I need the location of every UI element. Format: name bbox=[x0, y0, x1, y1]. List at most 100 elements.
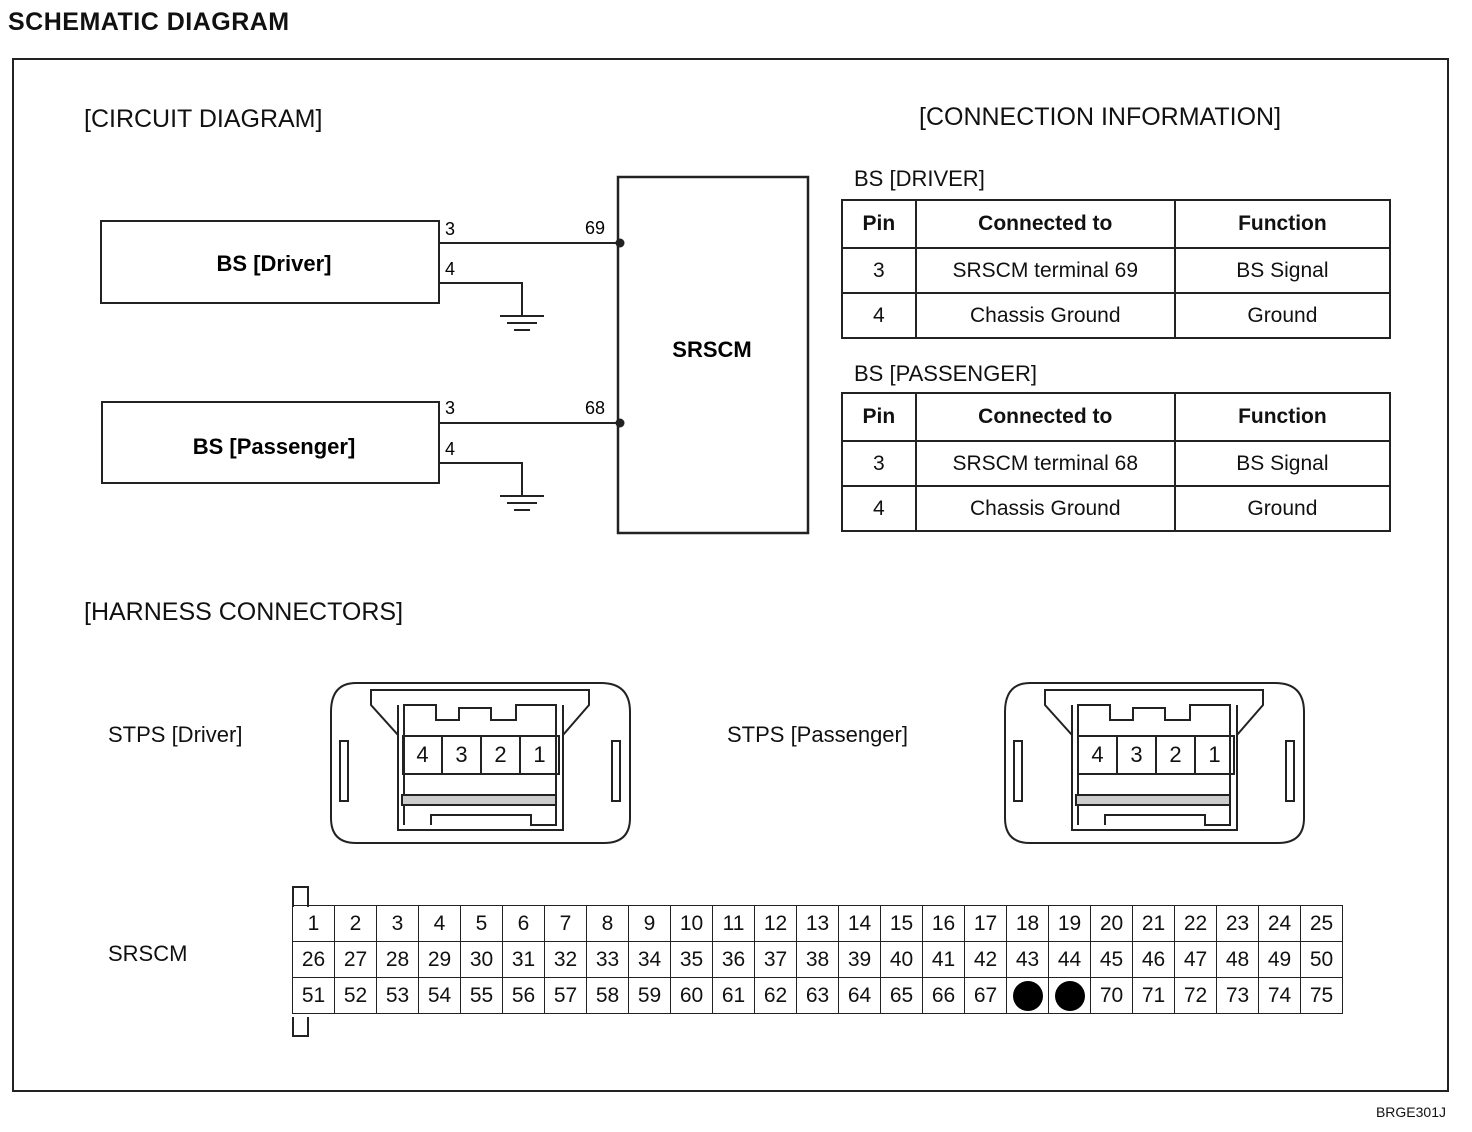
pin-cell: 44 bbox=[1048, 941, 1091, 978]
cell-function: BS Signal bbox=[1173, 247, 1392, 294]
pin-cell: 34 bbox=[628, 941, 671, 978]
cell-pin: 4 bbox=[841, 485, 917, 532]
ground-icon bbox=[500, 495, 544, 511]
pin-cell: 70 bbox=[1090, 977, 1133, 1014]
pin-cell: 56 bbox=[502, 977, 545, 1014]
pin-cell: 15 bbox=[880, 905, 923, 942]
pin-cell: 30 bbox=[460, 941, 503, 978]
pin-cell: 1 bbox=[519, 735, 560, 775]
stps-driver-connector-icon bbox=[330, 682, 631, 844]
bs-driver-box bbox=[100, 220, 440, 304]
pin-cell: 24 bbox=[1258, 905, 1301, 942]
pin-cell: 49 bbox=[1258, 941, 1301, 978]
bs-driver-connection-table: Pin Connected to Function 3 SRSCM termin… bbox=[841, 199, 1392, 339]
pin-cell: 21 bbox=[1132, 905, 1175, 942]
pin-cell: 22 bbox=[1174, 905, 1217, 942]
header-connected-to: Connected to bbox=[914, 392, 1176, 442]
connector-latch-bottom bbox=[292, 1017, 309, 1037]
pin-cell: 37 bbox=[754, 941, 797, 978]
header-function: Function bbox=[1173, 392, 1392, 442]
pin-cell: 41 bbox=[922, 941, 965, 978]
stps-passenger-pin-row: 4 3 2 1 bbox=[1077, 735, 1235, 775]
pin-cell: 10 bbox=[670, 905, 713, 942]
pin-cell: 64 bbox=[838, 977, 881, 1014]
pin-cell: 6 bbox=[502, 905, 545, 942]
pin-cell: 3 bbox=[1116, 735, 1157, 775]
cell-pin: 3 bbox=[841, 440, 917, 487]
pin-cell: 60 bbox=[670, 977, 713, 1014]
pin-cell: 14 bbox=[838, 905, 881, 942]
junction-dot bbox=[615, 238, 625, 248]
bs-driver-table-caption: BS [DRIVER] bbox=[854, 166, 985, 191]
cell-function: Ground bbox=[1173, 485, 1392, 532]
header-function: Function bbox=[1173, 199, 1392, 249]
pin-cell: 7 bbox=[544, 905, 587, 942]
module-pin-69: 69 bbox=[585, 218, 605, 238]
pin-cell: 46 bbox=[1132, 941, 1175, 978]
header-pin: Pin bbox=[841, 392, 917, 442]
bs-passenger-box bbox=[101, 401, 440, 484]
pin-cell: 71 bbox=[1132, 977, 1175, 1014]
bs-driver-label: BS [Driver] bbox=[217, 251, 332, 276]
cell-connected-to: Chassis Ground bbox=[914, 292, 1176, 339]
cell-connected-to: Chassis Ground bbox=[914, 485, 1176, 532]
pin-cell bbox=[1048, 977, 1091, 1014]
cell-connected-to: SRSCM terminal 68 bbox=[914, 440, 1176, 487]
pin-cell: 25 bbox=[1300, 905, 1343, 942]
pin-cell: 11 bbox=[712, 905, 755, 942]
pin-cell: 59 bbox=[628, 977, 671, 1014]
pin-cell: 4 bbox=[418, 905, 461, 942]
pin-cell: 13 bbox=[796, 905, 839, 942]
pin-cell: 3 bbox=[441, 735, 482, 775]
bs-passenger-label: BS [Passenger] bbox=[193, 434, 356, 459]
harness-connectors-heading: [HARNESS CONNECTORS] bbox=[84, 598, 404, 626]
pin-cell: 50 bbox=[1300, 941, 1343, 978]
pin-cell: 62 bbox=[754, 977, 797, 1014]
pin-cell: 1 bbox=[292, 905, 335, 942]
srscm-module-box bbox=[616, 175, 810, 535]
pin-cell: 17 bbox=[964, 905, 1007, 942]
pin-cell: 72 bbox=[1174, 977, 1217, 1014]
pin-cell: 27 bbox=[334, 941, 377, 978]
table-row: 3 SRSCM terminal 68 BS Signal bbox=[841, 440, 1392, 487]
pin-cell: 1 bbox=[1194, 735, 1235, 775]
pin-cell: 2 bbox=[334, 905, 377, 942]
pin-cell: 35 bbox=[670, 941, 713, 978]
pin-cell: 54 bbox=[418, 977, 461, 1014]
pin-cell: 66 bbox=[922, 977, 965, 1014]
stps-passenger-connector-icon bbox=[1004, 682, 1305, 844]
pin-cell: 20 bbox=[1090, 905, 1133, 942]
pin-cell: 74 bbox=[1258, 977, 1301, 1014]
pin-cell: 8 bbox=[586, 905, 629, 942]
srscm-module-label: SRSCM bbox=[672, 337, 751, 362]
pin-cell: 43 bbox=[1006, 941, 1049, 978]
page-title: SCHEMATIC DIAGRAM bbox=[8, 8, 290, 36]
pin-cell: 23 bbox=[1216, 905, 1259, 942]
bs-passenger-table-caption: BS [PASSENGER] bbox=[854, 361, 1037, 386]
pin-cell: 18 bbox=[1006, 905, 1049, 942]
pin-cell: 36 bbox=[712, 941, 755, 978]
pin-cell: 3 bbox=[376, 905, 419, 942]
passenger-pin-3: 3 bbox=[445, 398, 455, 418]
pin-cell: 9 bbox=[628, 905, 671, 942]
pin-cell: 26 bbox=[292, 941, 335, 978]
pin-cell: 33 bbox=[586, 941, 629, 978]
cell-function: Ground bbox=[1173, 292, 1392, 339]
pin-cell: 61 bbox=[712, 977, 755, 1014]
pin-cell: 2 bbox=[480, 735, 521, 775]
cell-pin: 4 bbox=[841, 292, 917, 339]
pin-cell: 52 bbox=[334, 977, 377, 1014]
filled-pin-dot bbox=[1012, 980, 1043, 1011]
document-code: BRGE301J bbox=[1375, 1104, 1446, 1120]
pin-cell: 55 bbox=[460, 977, 503, 1014]
filled-pin-dot bbox=[1054, 980, 1085, 1011]
passenger-pin-4: 4 bbox=[445, 439, 455, 459]
pin-cell: 45 bbox=[1090, 941, 1133, 978]
table-row: 3 SRSCM terminal 69 BS Signal bbox=[841, 247, 1392, 294]
pin-cell: 12 bbox=[754, 905, 797, 942]
table-row: 4 Chassis Ground Ground bbox=[841, 485, 1392, 532]
stps-driver-label: STPS [Driver] bbox=[108, 722, 243, 747]
pin-cell: 28 bbox=[376, 941, 419, 978]
